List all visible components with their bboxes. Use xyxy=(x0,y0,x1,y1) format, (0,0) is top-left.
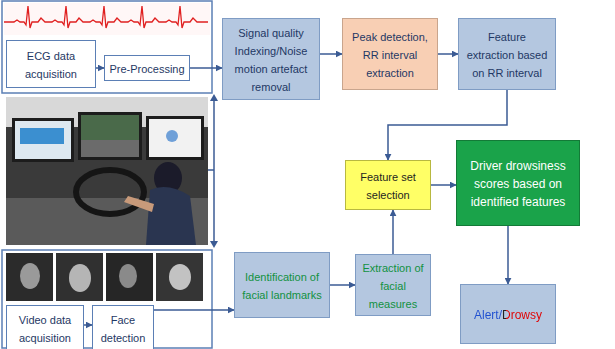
flow-arrow xyxy=(438,53,458,55)
box-label: Extraction of facial measures xyxy=(362,262,423,310)
flow-arrow xyxy=(84,324,92,326)
video-panel xyxy=(2,250,212,348)
process-box: Video data acquisition xyxy=(6,305,84,349)
link-line xyxy=(213,100,215,170)
box-label: Face detection xyxy=(101,314,146,344)
box-label: ECG data acquisition xyxy=(25,50,77,80)
link-line xyxy=(208,169,214,171)
process-box: Identification of facial landmarks xyxy=(234,252,330,318)
flow-arrow xyxy=(431,184,456,186)
box-label: Driver drowsiness scores based on identi… xyxy=(470,159,565,209)
process-box: Alert/Drowsy xyxy=(460,284,556,344)
flow-arrow xyxy=(96,67,104,69)
flow-arrow xyxy=(392,210,394,254)
flow-arrow xyxy=(190,67,222,69)
ecg-panel xyxy=(2,1,212,93)
process-box: Feature set selection xyxy=(345,160,431,210)
video-frames xyxy=(6,253,203,301)
ecg-trace xyxy=(4,3,210,35)
process-box: ECG data acquisition xyxy=(6,40,96,88)
process-box: Feature extraction based on RR interval xyxy=(458,18,556,90)
flow-arrow xyxy=(507,226,509,284)
box-label: Pre-Processing xyxy=(109,63,184,75)
box-label: Alert/Drowsy xyxy=(474,308,542,322)
process-box: Driver drowsiness scores based on identi… xyxy=(456,140,580,226)
flow-arrow xyxy=(320,53,342,55)
flow-arrow xyxy=(330,284,355,286)
box-label: Signal quality Indexing/Noise motion art… xyxy=(235,27,308,93)
box-label: Identification of facial landmarks xyxy=(242,271,321,301)
flow-arrow xyxy=(154,309,234,311)
arrow-head xyxy=(210,241,218,248)
process-box: Pre-Processing xyxy=(104,55,190,81)
process-box: Extraction of facial measures xyxy=(355,254,431,316)
box-label: Video data acquisition xyxy=(19,314,71,344)
process-box: Face detection xyxy=(92,305,154,349)
arrow-head xyxy=(210,94,218,101)
box-label: Feature extraction based on RR interval xyxy=(467,31,548,79)
box-label: Feature set selection xyxy=(360,171,416,201)
process-box: Peak detection, RR interval extraction xyxy=(342,18,438,90)
link-line xyxy=(213,170,215,242)
simulator-photo xyxy=(6,97,208,245)
box-label: Peak detection, RR interval extraction xyxy=(352,31,428,79)
process-box: Signal quality Indexing/Noise motion art… xyxy=(222,18,320,100)
